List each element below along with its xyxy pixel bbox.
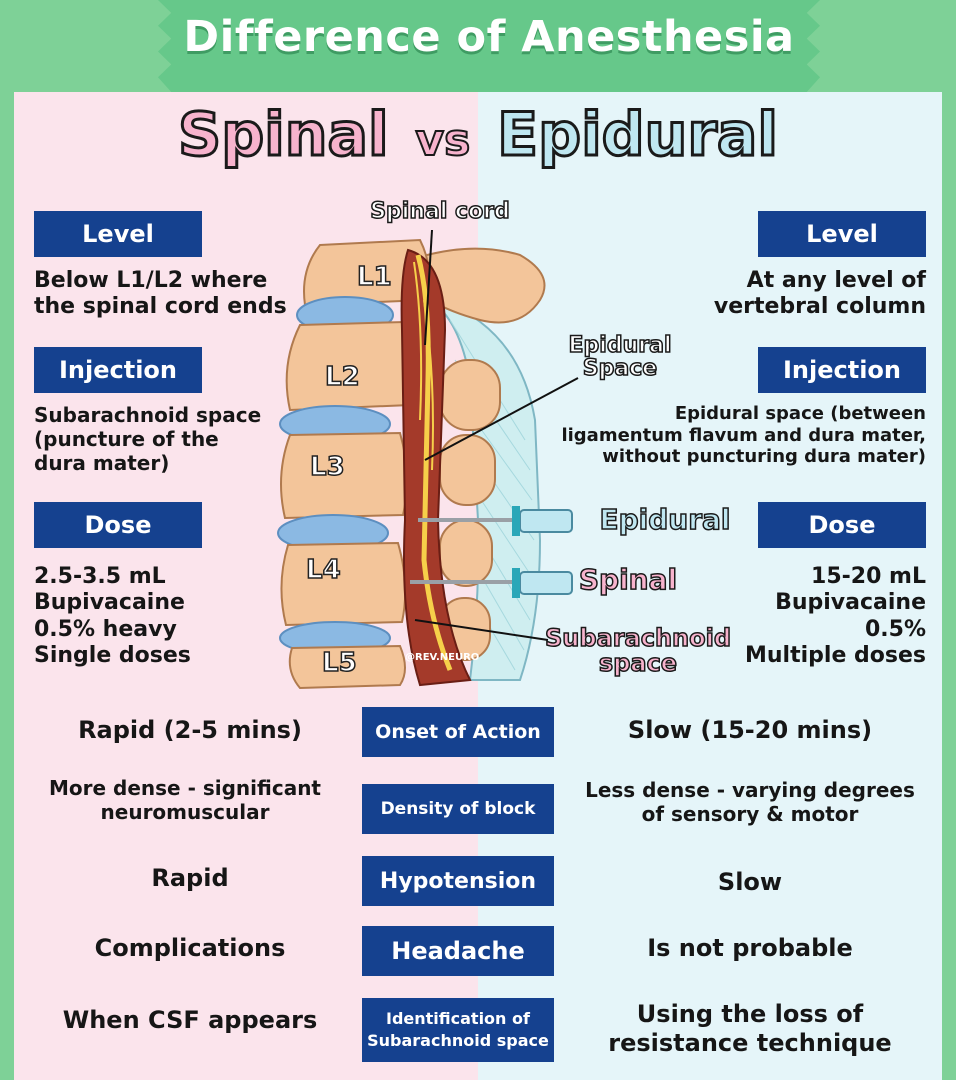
vertebra-label-l2: L2 (324, 361, 360, 393)
spinal-injection-header: Injection (34, 347, 202, 393)
label-subarachnoid-space: Subarachnoid space (544, 624, 732, 678)
credit-watermark: @REV.NEURO (405, 652, 480, 663)
headache-label: Headache (362, 926, 554, 976)
epidural-level-header: Level (758, 211, 926, 257)
vertebra-label-l4: L4 (305, 554, 341, 586)
epidural-onset: Slow (15-20 mins) (627, 716, 873, 744)
spinal-dose-header: Dose (34, 502, 202, 548)
spinal-dose-text: 2.5-3.5 mL Bupivacaine 0.5% heavy Single… (34, 564, 191, 669)
epidural-identification: Using the loss of resistance technique (608, 1000, 892, 1057)
vertebra-label-l3: L3 (309, 451, 345, 483)
spinal-onset: Rapid (2-5 mins) (78, 716, 302, 744)
hypotension-label: Hypotension (362, 856, 554, 906)
heading-spinal: Spinal (177, 99, 390, 172)
spinal-level-header: Level (34, 211, 202, 257)
epidural-dose-text: 15-20 mL Bupivacaine 0.5% Multiple doses (745, 564, 926, 669)
page-title: Difference of Anesthesia (183, 12, 795, 62)
epidural-headache: Is not probable (647, 934, 853, 962)
label-epidural-needle: Epidural (599, 503, 732, 536)
spinal-identification: When CSF appears (62, 1006, 318, 1034)
epidural-density: Less dense - varying degrees of sensory … (585, 778, 915, 826)
vertebra-label-l5: L5 (321, 647, 357, 679)
onset-of-action-label: Onset of Action (362, 707, 554, 757)
vertebra-label-l1: L1 (356, 261, 392, 293)
epidural-hypotension: Slow (717, 868, 783, 896)
density-of-block-label: Density of block (362, 784, 554, 834)
heading-epidural: Epidural (496, 99, 780, 172)
identification-label: Identification of Subarachnoid space (362, 998, 554, 1062)
spinal-hypotension: Rapid (151, 864, 229, 892)
label-spinal-cord: Spinal cord (369, 199, 510, 224)
label-epidural-space: Epidural Space (568, 333, 672, 382)
spinal-density: More dense - significant neuromuscular (49, 776, 321, 824)
label-spinal-needle: Spinal (578, 563, 678, 596)
comparison-heading: Spinal vs Epidural (0, 99, 956, 172)
epidural-injection-header: Injection (758, 347, 926, 393)
epidural-level-text: At any level of vertebral column (713, 268, 926, 320)
epidural-dose-header: Dose (758, 502, 926, 548)
title-banner (158, 0, 820, 92)
epidural-injection-text: Epidural space (between ligamentum flavu… (561, 403, 926, 468)
heading-vs: vs (414, 114, 471, 167)
spinal-level-text: Below L1/L2 where the spinal cord ends (34, 268, 287, 320)
spinal-headache: Complications (94, 934, 286, 962)
spinal-injection-text: Subarachnoid space (puncture of the dura… (34, 403, 262, 475)
